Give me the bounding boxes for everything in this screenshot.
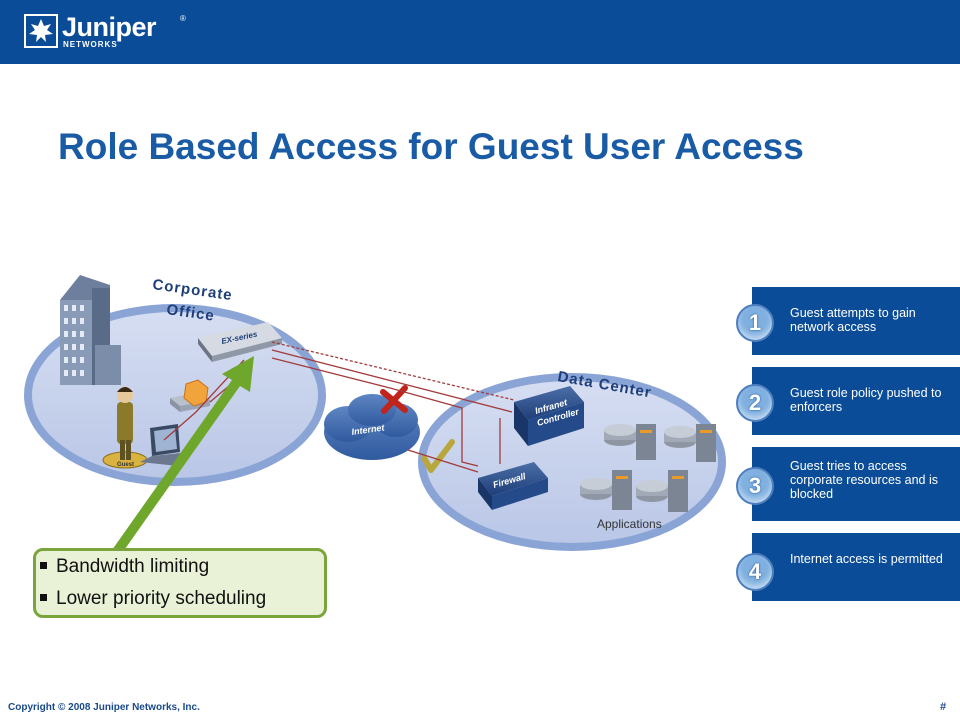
callout-item-text: Bandwidth limiting: [56, 556, 210, 577]
callout-item-text: Lower priority scheduling: [56, 588, 267, 609]
guest-user-icon: [102, 387, 148, 469]
step-3: 3 Guest tries to access corporate resour…: [736, 447, 960, 521]
step-1: 1 Guest attempts to gain network access: [736, 287, 960, 355]
laptop-icon: [140, 424, 190, 466]
bullet-icon: [40, 593, 47, 601]
step-number-badge: 1: [736, 304, 774, 342]
logo-registered-mark: ®: [180, 14, 186, 23]
juniper-logo: Juniper ® NETWORKS: [24, 12, 186, 50]
step-number: 1: [748, 310, 762, 335]
corporate-label-line2: Office: [165, 301, 215, 325]
callout-item-scheduling: Lower priority scheduling: [40, 588, 266, 610]
qos-callout-box: Bandwidth limiting Lower priority schedu…: [33, 548, 327, 618]
step-number: 3: [748, 473, 762, 498]
logo-subtitle: NETWORKS: [63, 40, 118, 49]
step-number: 4: [748, 559, 762, 584]
building-icon: [60, 275, 121, 385]
step-4: 4 Internet access is permitted: [736, 533, 960, 601]
guest-label: Guest: [117, 462, 134, 468]
step-text: Guest attempts to gain network access: [790, 306, 916, 334]
header-bar: Juniper ® NETWORKS: [0, 0, 960, 64]
green-arrow-icon: [112, 356, 254, 556]
internet-label: Internet: [351, 422, 386, 437]
footer-page-number: #: [940, 701, 947, 713]
leaf-icon: [24, 14, 58, 48]
bullet-icon: [40, 561, 47, 569]
firewall-icon: [478, 462, 548, 510]
step-text: Guest role policy pushed to enforcers: [790, 386, 942, 414]
applications-label: Applications: [597, 517, 662, 531]
infranet-controller-icon: [514, 386, 584, 446]
step-2: 2 Guest role policy pushed to enforcers: [736, 367, 960, 435]
callout-item-bandwidth: Bandwidth limiting: [40, 556, 209, 578]
slide-title: Role Based Access for Guest User Access: [58, 126, 804, 167]
step-number-badge: 3: [736, 467, 774, 505]
application-servers-icon: [580, 424, 716, 512]
ex-series-switch-icon: [198, 322, 282, 362]
step-number-badge: 2: [736, 384, 774, 422]
step-text: Internet access is permitted: [790, 552, 943, 566]
step-number-badge: 4: [736, 553, 774, 591]
step-text: Guest tries to access corporate resource…: [790, 459, 938, 501]
checkmark-icon: [421, 439, 455, 473]
footer-copyright: Copyright © 2008 Juniper Networks, Inc.: [8, 702, 200, 713]
logo-word: Juniper: [62, 12, 157, 42]
access-point-icon: [170, 379, 210, 412]
step-number: 2: [748, 390, 762, 415]
corporate-label-line1: Corporate: [151, 276, 233, 304]
